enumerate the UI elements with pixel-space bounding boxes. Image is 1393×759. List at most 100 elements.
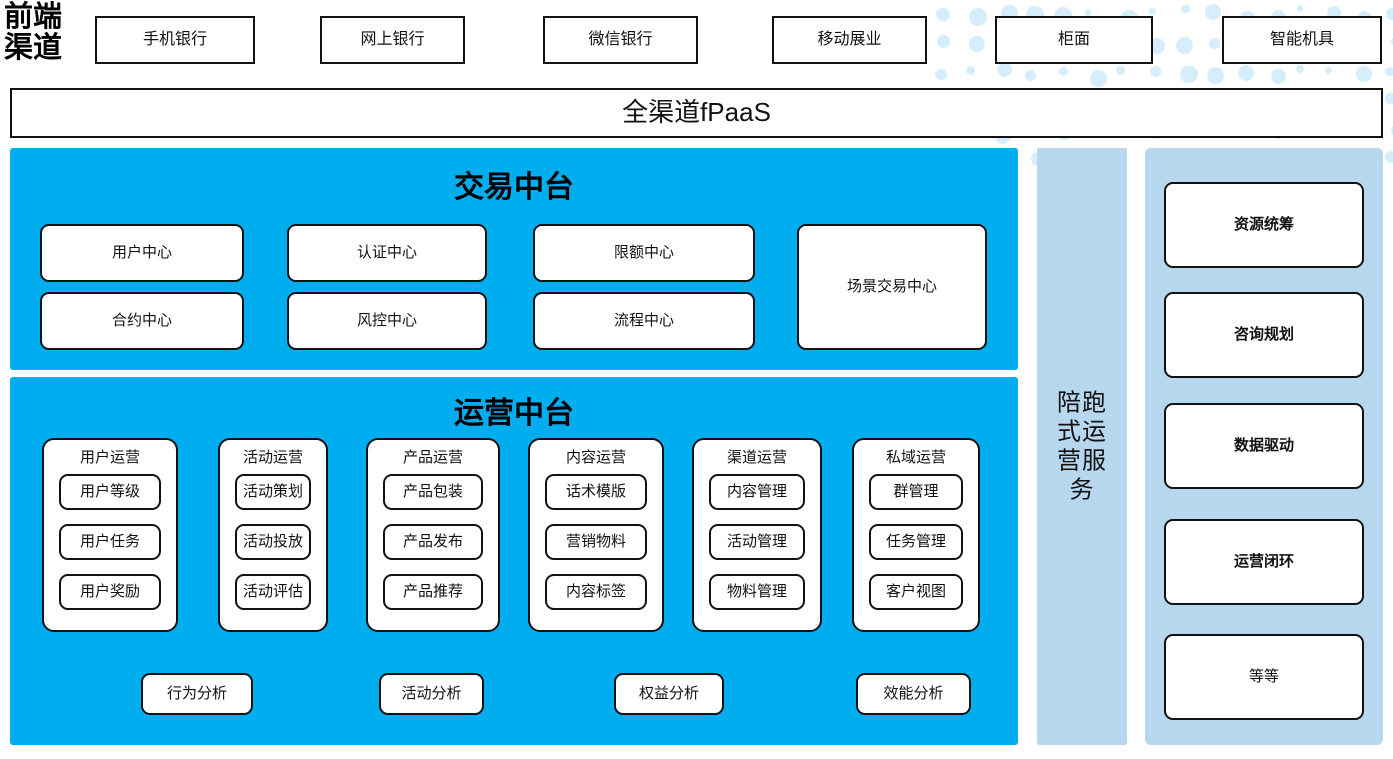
decorative-dot	[1385, 92, 1393, 105]
data-analysis-item-2[interactable]: 活动分析	[379, 673, 484, 715]
channel-box-2[interactable]: 网上银行	[320, 16, 465, 64]
trade-module-label: 限额中心	[613, 244, 674, 262]
decorative-dot	[1150, 66, 1161, 77]
ops-item-2-2[interactable]: 活动投放	[235, 524, 311, 560]
fpaas-bar[interactable]: 全渠道fPaaS	[10, 88, 1383, 138]
ops-column-6: 私域运营群管理任务管理客户视图	[852, 438, 980, 632]
ops-item-label: 产品包装	[402, 483, 463, 501]
ops-item-5-3[interactable]: 物料管理	[709, 574, 805, 610]
channel-box-6[interactable]: 智能机具	[1222, 16, 1382, 64]
decorative-dot	[1295, 64, 1305, 73]
decorative-dot	[1207, 66, 1225, 84]
decorative-dot	[1271, 68, 1287, 84]
ops-item-label: 群管理	[893, 483, 939, 501]
ops-item-6-2[interactable]: 任务管理	[869, 524, 963, 560]
decorative-dot	[1181, 4, 1190, 13]
ops-item-3-2[interactable]: 产品发布	[383, 524, 483, 560]
ops-column-title: 活动运营	[242, 449, 303, 466]
capability-card-4[interactable]: 运营闭环	[1164, 519, 1364, 605]
data-analysis-item-4[interactable]: 效能分析	[856, 673, 971, 715]
channel-box-5[interactable]: 柜面	[995, 16, 1153, 64]
channel-box-label: 柜面	[1057, 30, 1090, 48]
decorative-dot	[1148, 7, 1156, 15]
ops-platform-title: 运营中台	[454, 397, 574, 430]
trade-module-label: 用户中心	[111, 244, 172, 262]
data-analysis-item-label: 权益分析	[638, 685, 699, 703]
channel-box-4[interactable]: 移动展业	[772, 16, 927, 64]
capability-card-2[interactable]: 咨询规划	[1164, 292, 1364, 378]
data-analysis-item-3[interactable]: 权益分析	[614, 673, 724, 715]
ops-item-6-3[interactable]: 客户视图	[869, 574, 963, 610]
channel-box-label: 网上银行	[360, 30, 425, 48]
ops-item-4-1[interactable]: 话术模版	[545, 474, 647, 510]
ops-column-title: 私域运营	[885, 449, 946, 466]
capability-card-3[interactable]: 数据驱动	[1164, 403, 1364, 489]
capability-card-label: 咨询规划	[1233, 326, 1294, 344]
data-analysis-item-label: 活动分析	[401, 685, 462, 703]
decorative-dot	[1385, 7, 1393, 21]
decorative-dot	[937, 35, 951, 49]
decorative-dot	[1058, 66, 1068, 77]
channel-box-label: 微信银行	[588, 30, 653, 48]
ops-column-3: 产品运营产品包装产品发布产品推荐	[366, 438, 500, 632]
ops-item-label: 营销物料	[565, 533, 626, 551]
decorative-dot	[1355, 66, 1372, 83]
decorative-dot	[1175, 36, 1194, 54]
ops-column-5: 渠道运营内容管理活动管理物料管理	[692, 438, 822, 632]
decorative-dot	[1205, 4, 1221, 20]
ops-item-3-3[interactable]: 产品推荐	[383, 574, 483, 610]
decorative-dot	[996, 62, 1013, 78]
ops-item-4-2[interactable]: 营销物料	[545, 524, 647, 560]
ops-column-title: 产品运营	[402, 449, 463, 466]
capability-card-5[interactable]: 等等	[1164, 634, 1364, 720]
channel-box-label: 手机银行	[142, 30, 207, 48]
capability-card-1[interactable]: 资源统筹	[1164, 182, 1364, 268]
accompanying-operation-service-column: 陪跑式运营服务	[1037, 148, 1127, 745]
trade-module-6[interactable]: 流程中心	[533, 292, 755, 350]
ops-item-2-1[interactable]: 活动策划	[235, 474, 311, 510]
trade-module-2[interactable]: 认证中心	[287, 224, 487, 282]
ops-item-4-3[interactable]: 内容标签	[545, 574, 647, 610]
ops-item-label: 产品发布	[402, 533, 463, 551]
ops-column-title: 用户运营	[79, 449, 140, 466]
trade-module-5[interactable]: 风控中心	[287, 292, 487, 350]
ops-item-5-1[interactable]: 内容管理	[709, 474, 805, 510]
channel-box-label: 智能机具	[1269, 30, 1334, 48]
ops-item-5-2[interactable]: 活动管理	[709, 524, 805, 560]
channel-box-3[interactable]: 微信银行	[543, 16, 698, 64]
ops-item-3-1[interactable]: 产品包装	[383, 474, 483, 510]
trade-module-label: 场景交易中心	[846, 278, 937, 296]
decorative-dot	[1384, 151, 1393, 164]
ops-item-label: 话术模版	[565, 483, 626, 501]
trade-module-label: 合约中心	[111, 312, 172, 330]
ops-column-4: 内容运营话术模版营销物料内容标签	[528, 438, 664, 632]
decorative-dot	[968, 35, 985, 52]
ops-item-label: 用户任务	[79, 533, 140, 551]
trade-module-7[interactable]: 场景交易中心	[797, 224, 987, 350]
capability-card-label: 数据驱动	[1233, 437, 1294, 455]
data-analysis-item-1[interactable]: 行为分析	[141, 673, 253, 715]
ops-item-label: 物料管理	[726, 583, 787, 601]
ops-column-title: 渠道运营	[726, 449, 787, 466]
decorative-dot	[1115, 65, 1125, 76]
trade-module-3[interactable]: 限额中心	[533, 224, 755, 282]
ops-item-1-1[interactable]: 用户等级	[59, 474, 161, 510]
trade-module-label: 流程中心	[613, 312, 674, 330]
trade-module-label: 认证中心	[356, 244, 417, 262]
decorative-dot	[969, 8, 988, 27]
trade-module-4[interactable]: 合约中心	[40, 292, 244, 350]
ops-item-1-2[interactable]: 用户任务	[59, 524, 161, 560]
trade-module-label: 风控中心	[356, 312, 417, 330]
ops-item-label: 活动评估	[242, 583, 303, 601]
decorative-dot	[1237, 64, 1255, 82]
trade-module-1[interactable]: 用户中心	[40, 224, 244, 282]
ops-item-1-3[interactable]: 用户奖励	[59, 574, 161, 610]
ops-item-2-3[interactable]: 活动评估	[235, 574, 311, 610]
ops-item-6-1[interactable]: 群管理	[869, 474, 963, 510]
channel-box-1[interactable]: 手机银行	[95, 16, 255, 64]
ops-item-label: 客户视图	[885, 583, 946, 601]
ops-column-2: 活动运营活动策划活动投放活动评估	[218, 438, 328, 632]
decorative-dot	[936, 8, 950, 22]
ops-column-title: 内容运营	[565, 449, 626, 466]
